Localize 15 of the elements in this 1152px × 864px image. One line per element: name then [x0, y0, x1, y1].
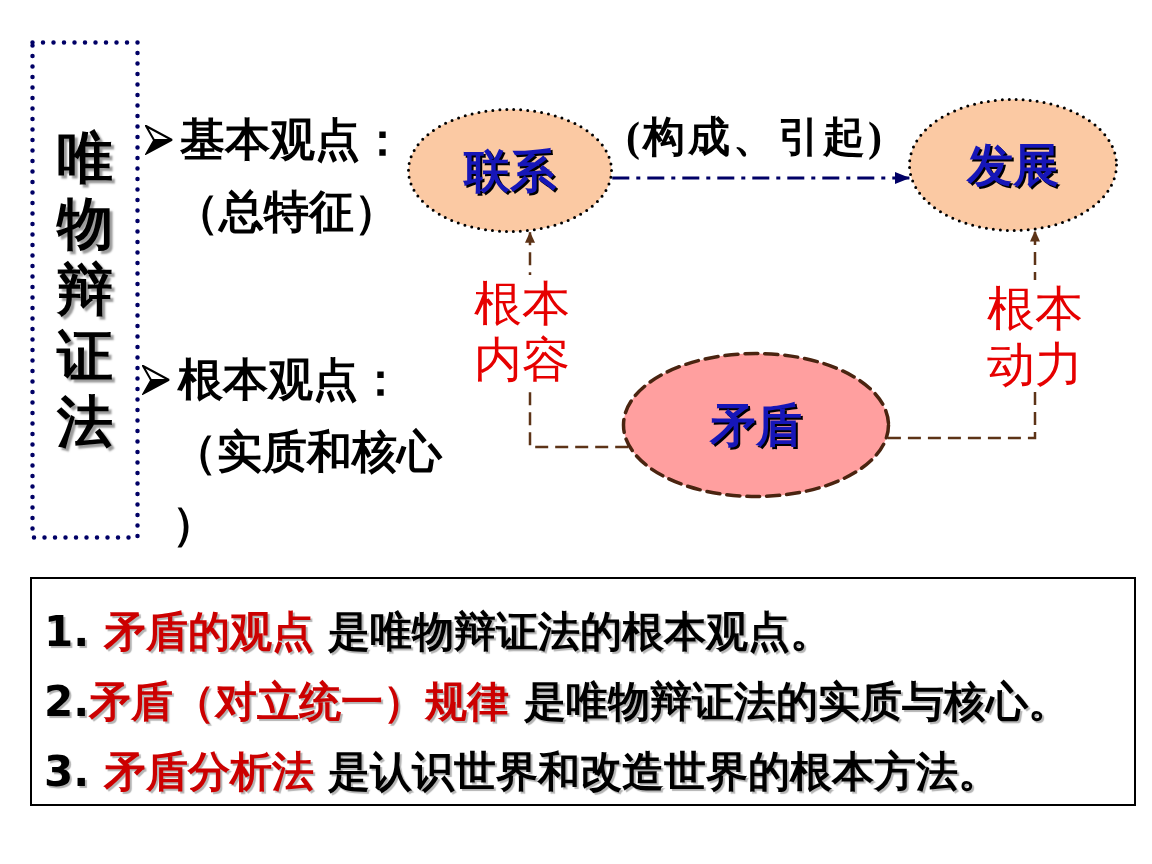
ellipse	[908, 98, 1118, 232]
numbered-statement: 2.矛盾（对立统一）规律 是唯物辩证法的实质与核心。	[44, 676, 1070, 728]
bullet-text: 根本观点：（实质和核心）	[172, 352, 444, 552]
vertical-title: 唯物辩证法	[55, 125, 114, 455]
ellipse-label: 联系	[464, 143, 556, 198]
text-box	[30, 577, 1136, 806]
dotted-box	[30, 40, 140, 540]
numbered-statement: 3. 矛盾分析法 是认识世界和改造世界的根本方法。	[44, 746, 1001, 798]
ellipse	[622, 352, 890, 498]
ellipse-label: 发展	[967, 138, 1059, 192]
numbered-statement: 1. 矛盾的观点 是唯物辩证法的根本观点。	[44, 606, 833, 658]
bullet-text: 基本观点：（总特征）	[174, 112, 406, 240]
ellipse-label: 矛盾	[710, 398, 802, 452]
ellipse	[407, 108, 613, 233]
arrow	[612, 172, 910, 184]
